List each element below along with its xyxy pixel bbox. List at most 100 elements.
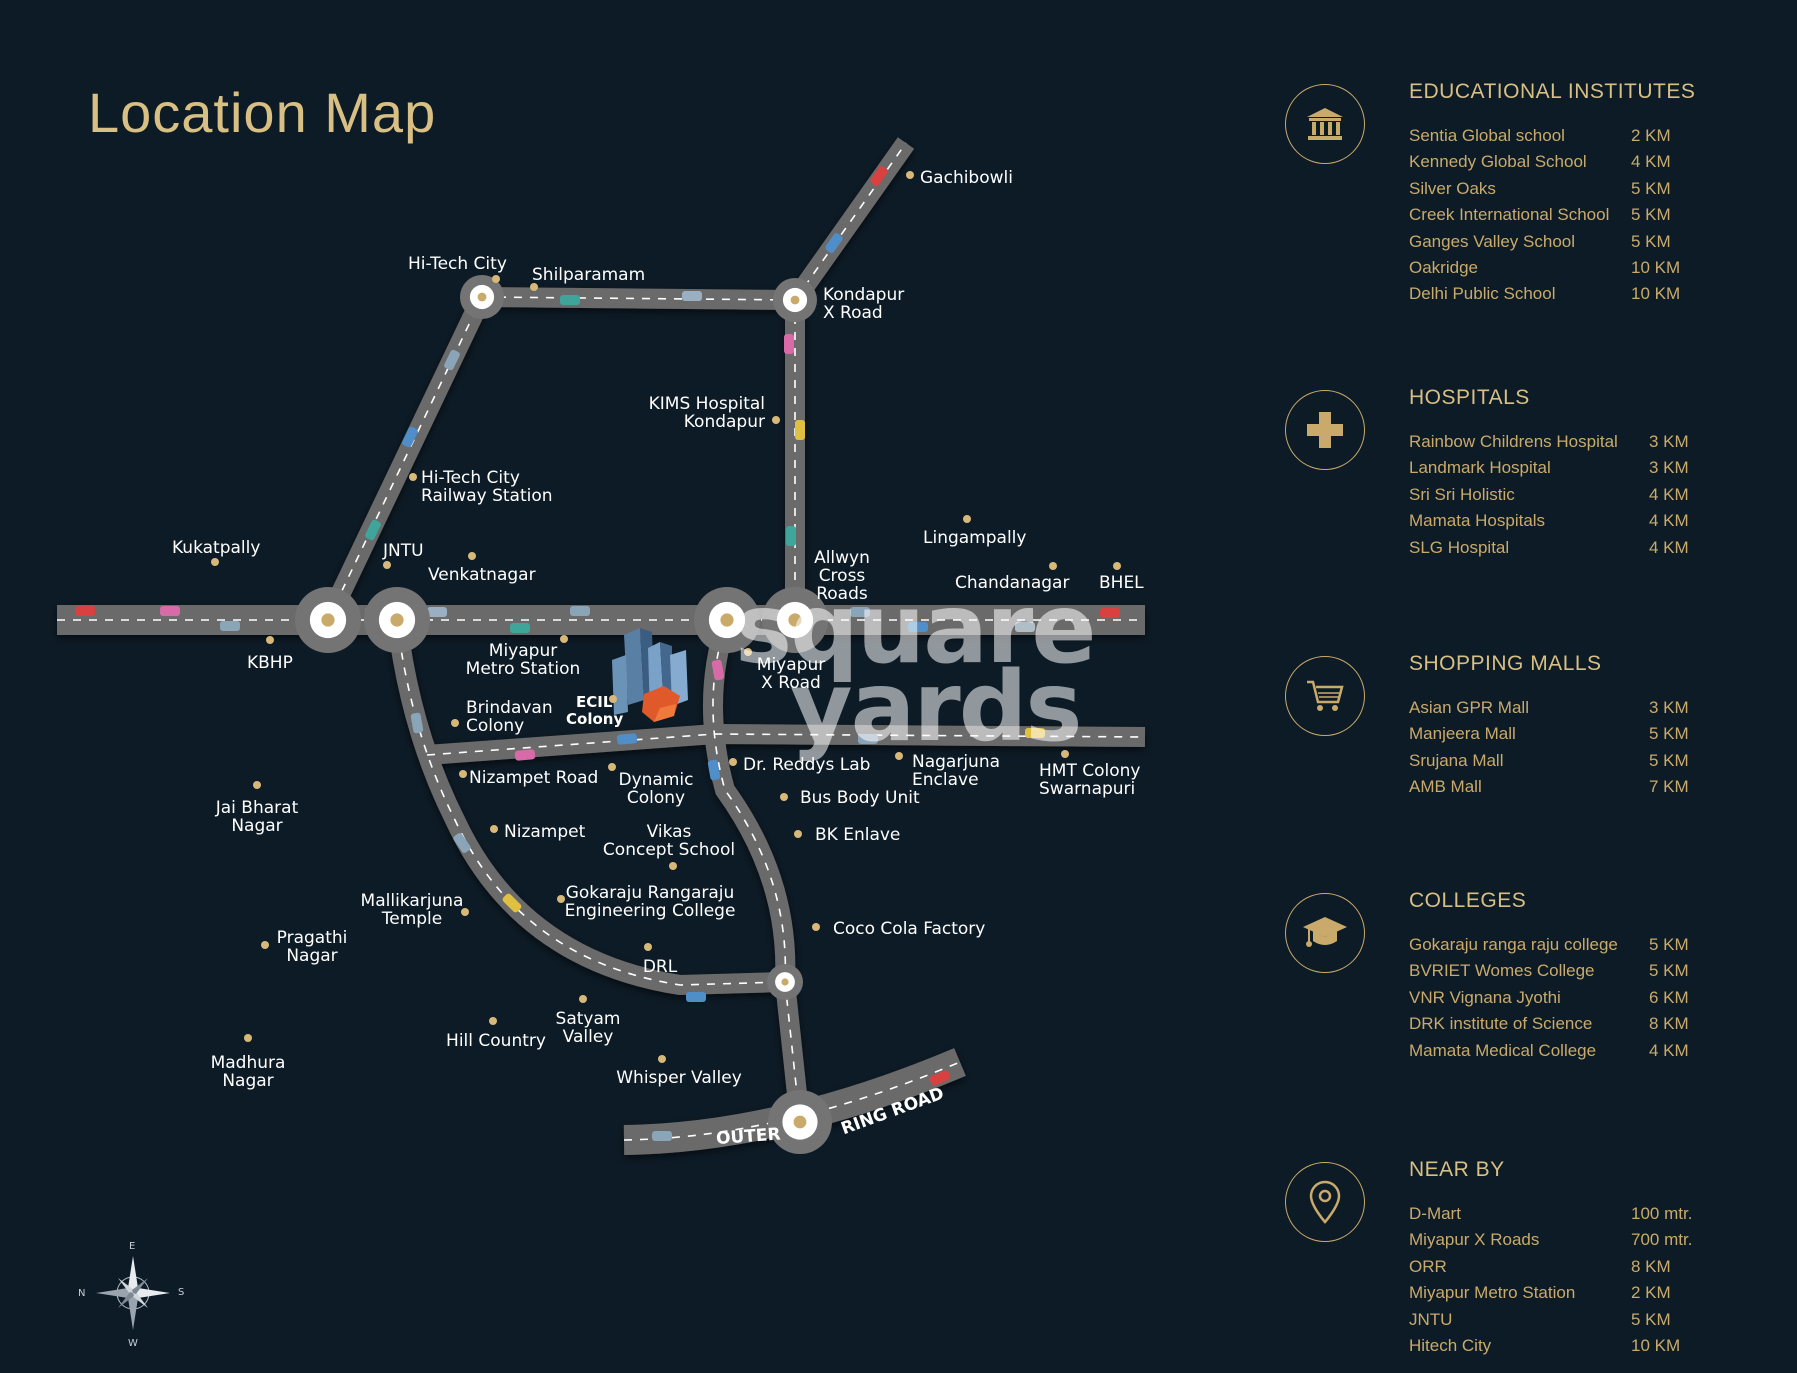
amenity-distance: 7 KM <box>1649 777 1689 797</box>
poi-kukatpally[interactable]: Kukatpally <box>172 538 260 566</box>
amenity-distance: 3 KM <box>1649 458 1689 478</box>
amenity-name: AMB Mall <box>1409 777 1482 797</box>
poi-kbhp[interactable]: KBHP <box>247 636 293 673</box>
poi-label: Lingampally <box>923 528 1026 548</box>
poi-whisper[interactable]: Whisper Valley <box>616 1055 742 1088</box>
poi-bus-body[interactable]: Bus Body Unit <box>780 788 920 808</box>
poi-label: Nagar <box>231 816 282 836</box>
amenity-name: Hitech City <box>1409 1336 1492 1355</box>
poi-nizampet[interactable]: Nizampet <box>490 822 586 842</box>
vehicle <box>510 623 530 633</box>
poi-lingampally[interactable]: Lingampally <box>923 515 1026 548</box>
shilparamam-road <box>481 287 796 310</box>
poi-label: Metro Station <box>466 659 581 679</box>
poi-label: Concept School <box>603 840 735 860</box>
amenity-distance: 700 mtr. <box>1631 1230 1693 1250</box>
poi-drl[interactable]: DRL <box>643 943 678 977</box>
poi-label: Dynamic <box>619 770 694 790</box>
roundabout-core <box>390 613 404 627</box>
poi-dot <box>644 943 652 951</box>
compass-icon: E W N S <box>78 1241 184 1349</box>
compass-west-label: W <box>128 1338 138 1348</box>
poi-label: KIMS Hospital <box>649 394 765 414</box>
poi-label: Miyapur <box>489 641 557 661</box>
poi-dot <box>560 635 568 643</box>
poi-gachibowli[interactable]: Gachibowli <box>906 168 1013 188</box>
amenity-distance: 100 mtr. <box>1631 1204 1693 1223</box>
poi-dot <box>1113 562 1121 570</box>
poi-label: KBHP <box>247 653 293 673</box>
amenity-distance: 5 KM <box>1631 205 1671 225</box>
vehicle <box>850 607 870 617</box>
poi-bhel[interactable]: BHEL <box>1099 562 1144 593</box>
poi-label: Hi-Tech City <box>408 254 507 274</box>
amenity-name: Gokaraju ranga raju college <box>1409 935 1618 954</box>
poi-label: Allwyn <box>814 548 870 568</box>
poi-hitech-city[interactable]: Hi-Tech City <box>408 254 507 283</box>
poi-label: Coco Cola Factory <box>833 919 985 939</box>
vehicle <box>711 659 725 681</box>
poi-dr-reddys[interactable]: Dr. Reddys Lab <box>729 755 870 775</box>
amenity-name: VNR Vignana Jyothi <box>1409 987 1561 1007</box>
amenity-distance: 4 KM <box>1649 484 1689 504</box>
poi-label: Nagar <box>286 946 337 966</box>
page-title: Location Map <box>88 81 437 144</box>
poi-shilparamam[interactable]: Shilparamam <box>530 265 645 291</box>
amenity-name: SLG Hospital <box>1409 537 1510 557</box>
poi-bk-enlave[interactable]: BK Enlave <box>794 825 900 845</box>
poi-label: Jai Bharat <box>215 798 299 818</box>
poi-nizampet-road[interactable]: Nizampet Road <box>459 768 598 788</box>
poi-label: Colony <box>627 788 685 808</box>
vehicle <box>75 606 95 616</box>
amenity-name: Sentia Global school <box>1409 126 1565 145</box>
amenity-name: Landmark Hospital <box>1409 458 1551 478</box>
poi-hill-country[interactable]: Hill Country <box>446 1017 546 1051</box>
poi-label: Enclave <box>912 770 979 790</box>
poi-chandanagar[interactable]: Chandanagar <box>955 562 1069 593</box>
amenity-distance: 10 KM <box>1631 258 1681 277</box>
amenity-distance: 2 KM <box>1631 126 1671 145</box>
amenity-row: AMB Mall 7 KM <box>1409 777 1729 803</box>
poi-label: Brindavan <box>466 698 553 718</box>
amenity-name: BVRIET Womes College <box>1409 961 1595 981</box>
poi-label: DRL <box>643 957 678 977</box>
vehicle <box>786 526 796 546</box>
poi-label: Kondapur <box>823 285 904 305</box>
poi-venkatnagar[interactable]: Venkatnagar <box>428 552 536 585</box>
location-map[interactable]: OUTER RING ROAD ECIL Colony GachibowliHi… <box>0 0 1160 1373</box>
vehicle <box>784 334 794 354</box>
poi-dot <box>489 1017 497 1025</box>
poi-jntu[interactable]: JNTU <box>382 541 424 569</box>
poi-label: X Road <box>823 303 883 323</box>
poi-coco-cola[interactable]: Coco Cola Factory <box>812 919 985 939</box>
